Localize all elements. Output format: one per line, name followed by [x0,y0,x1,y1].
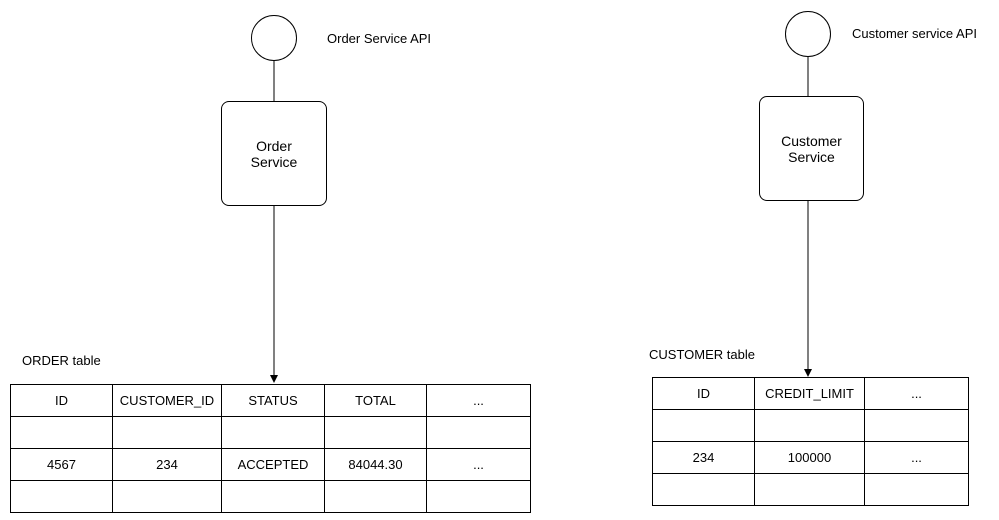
table-cell [112,480,222,513]
table-row [652,409,969,442]
order-table-label: ORDER table [22,353,101,368]
table-row [10,480,531,513]
table-cell [112,416,222,449]
customer-service-label-line-2: Service [788,148,835,165]
customer-service-label-line-1: Customer [781,132,842,149]
order-header-id: ID [10,384,113,417]
table-cell [426,480,531,513]
customer-api-endpoint [785,11,831,57]
order-api-endpoint [251,15,297,61]
order-table: ID CUSTOMER_ID STATUS TOTAL ... 4567 234… [10,384,531,513]
table-row: 234 100000 ... [652,441,969,474]
order-service-box: Order Service [221,101,327,206]
table-cell: 234 [652,441,755,474]
table-cell [754,409,865,442]
order-table-header-row: ID CUSTOMER_ID STATUS TOTAL ... [10,384,531,417]
order-header-status: STATUS [221,384,325,417]
table-cell [652,473,755,506]
table-cell [10,480,113,513]
customer-service-box: Customer Service [759,96,864,201]
table-cell: 4567 [10,448,113,481]
table-cell [10,416,113,449]
table-cell [221,416,325,449]
order-service-label-line-1: Order [256,137,292,154]
table-cell: 100000 [754,441,865,474]
table-cell [864,409,969,442]
customer-api-label: Customer service API [852,26,977,41]
order-header-customer-id: CUSTOMER_ID [112,384,222,417]
customer-table-header-row: ID CREDIT_LIMIT ... [652,377,969,410]
table-row: 4567 234 ACCEPTED 84044.30 ... [10,448,531,481]
table-cell [324,416,427,449]
table-cell: 234 [112,448,222,481]
table-cell [652,409,755,442]
table-cell [324,480,427,513]
customer-table-label: CUSTOMER table [649,347,755,362]
order-service-label-line-2: Service [250,153,298,170]
customer-header-credit-limit: CREDIT_LIMIT [754,377,865,410]
table-cell: ... [426,448,531,481]
table-cell: ... [864,441,969,474]
customer-header-id: ID [652,377,755,410]
table-cell: ACCEPTED [221,448,325,481]
table-row [652,473,969,506]
order-header-more: ... [426,384,531,417]
table-cell [754,473,865,506]
table-row [10,416,531,449]
table-cell [221,480,325,513]
order-api-label: Order Service API [327,31,432,46]
table-cell [864,473,969,506]
table-cell [426,416,531,449]
customer-header-more: ... [864,377,969,410]
order-header-total: TOTAL [324,384,427,417]
customer-table: ID CREDIT_LIMIT ... 234 100000 ... [652,377,969,506]
table-cell: 84044.30 [324,448,427,481]
